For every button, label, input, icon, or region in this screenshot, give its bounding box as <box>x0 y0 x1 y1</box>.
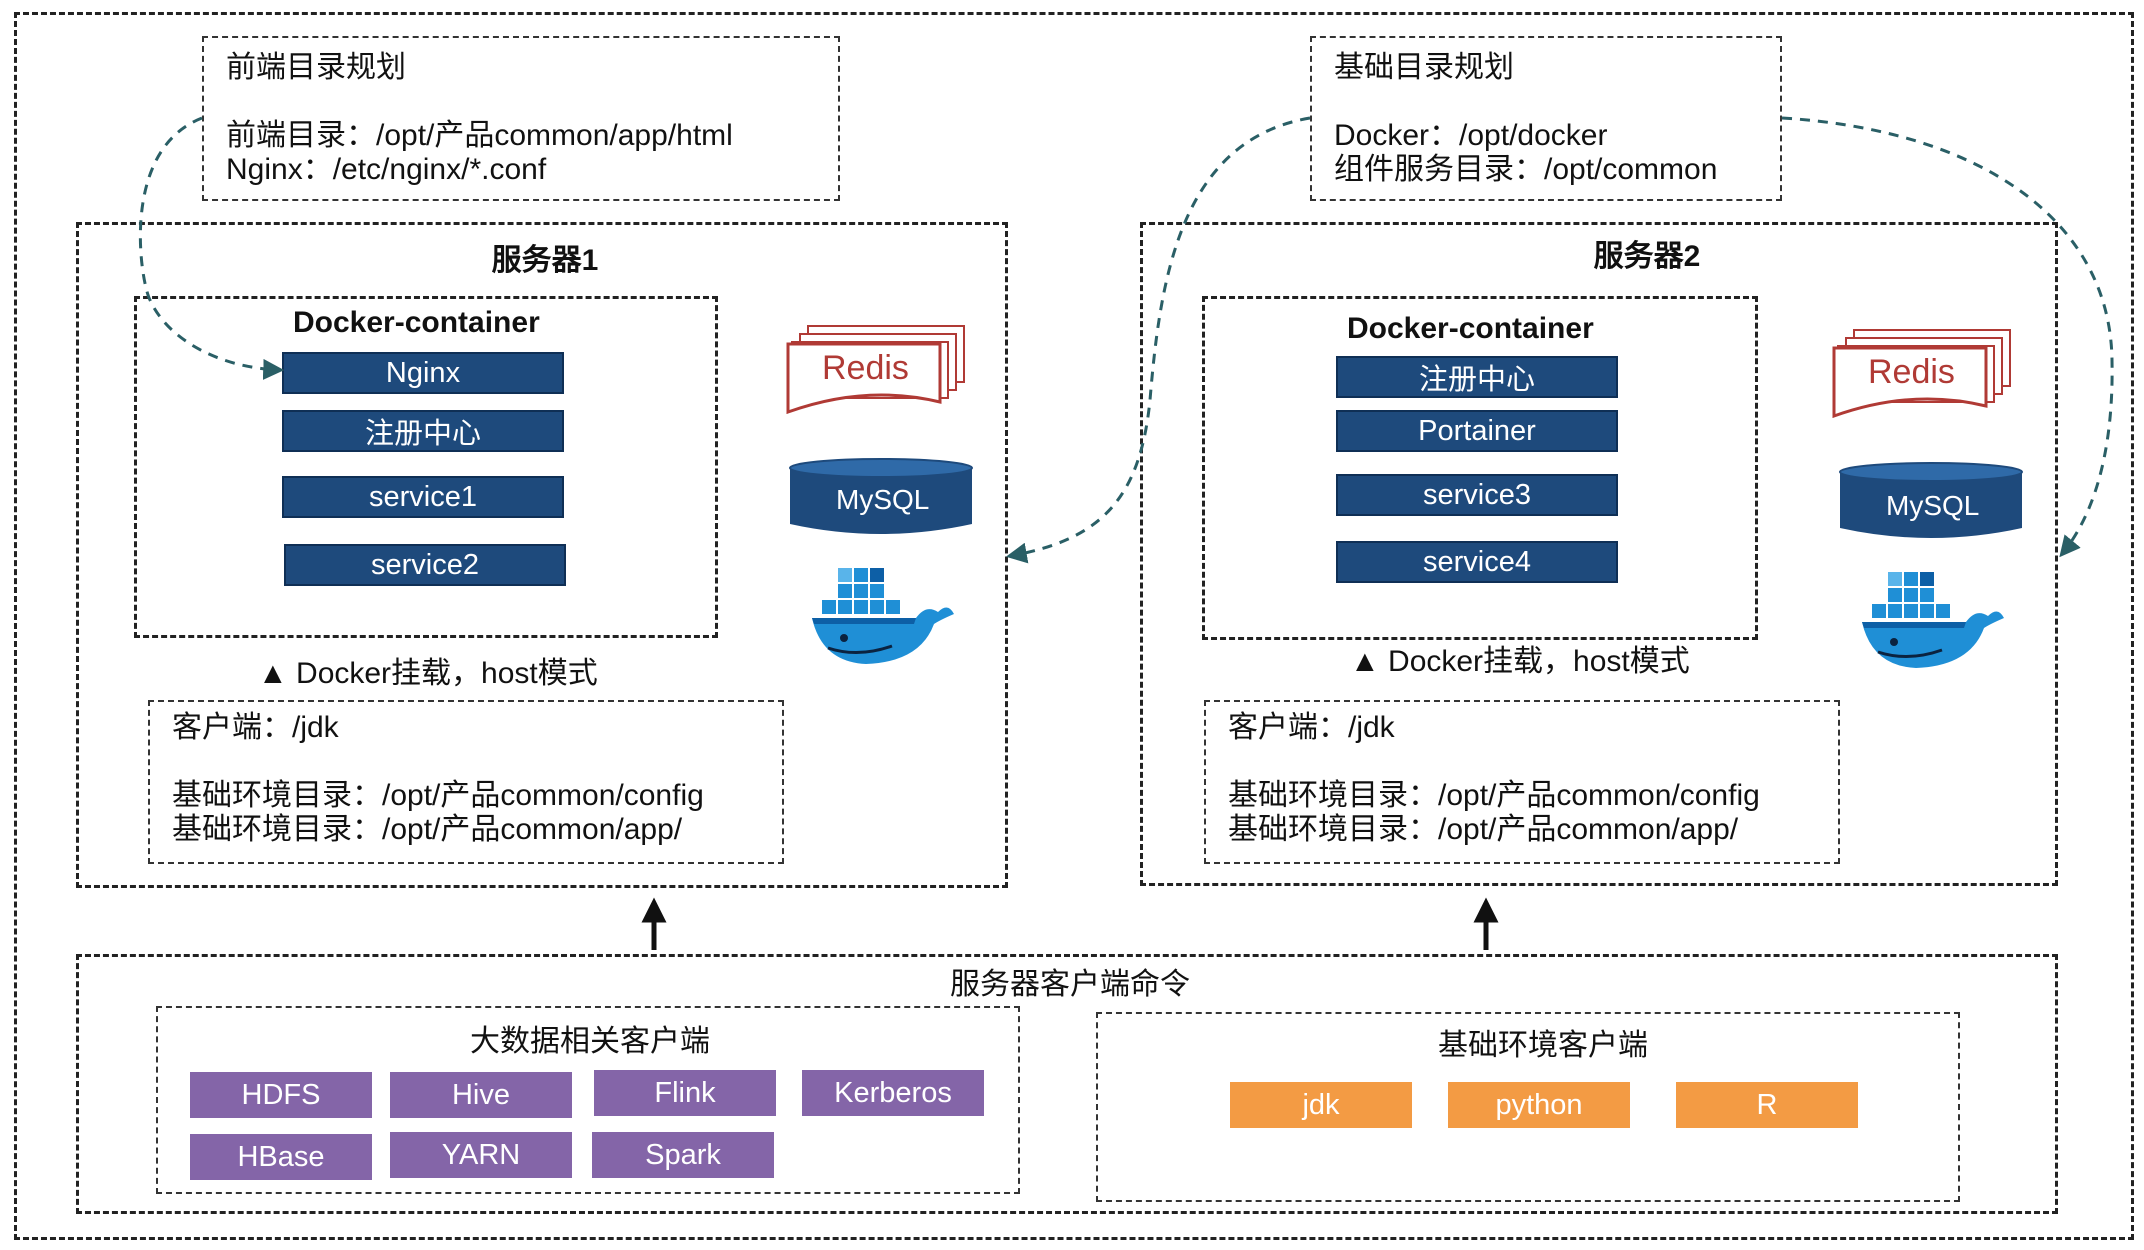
base-plan-title: 基础目录规划 <box>1334 51 1514 84</box>
server1-client-line2: 基础环境目录：/opt/产品common/config <box>172 779 704 812</box>
redis-icon: Redis <box>786 322 972 415</box>
server2-container-title: Docker-container <box>1347 312 1594 345</box>
base-env-item-python: python <box>1448 1082 1630 1128</box>
server2-client-line1: 客户端：/jdk <box>1228 711 1395 744</box>
bigdata-item-spark: Spark <box>592 1132 774 1178</box>
mysql-icon: MySQL <box>788 458 974 536</box>
frontend-plan-line2: Nginx：/etc/nginx/*.conf <box>226 153 547 186</box>
docker-whale-icon <box>1858 566 2008 672</box>
server2-mysql-label: MySQL <box>1886 490 1980 521</box>
arrow-frontend-to-nginx <box>138 116 285 380</box>
server2-container-box: Docker-container <box>1202 296 1758 640</box>
server2-client-box: 客户端：/jdk 基础环境目录：/opt/产品common/config 基础环… <box>1204 700 1840 864</box>
base-env-box: 基础环境客户端 <box>1096 1012 1960 1202</box>
arrow-baseplan-to-server1 <box>1005 116 1311 564</box>
server2-service-registry: 注册中心 <box>1336 356 1618 398</box>
bigdata-item-hbase: HBase <box>190 1134 372 1180</box>
arrow-baseplan-to-server2 <box>1781 116 2114 558</box>
server2-client-line3: 基础环境目录：/opt/产品common/app/ <box>1228 813 1739 846</box>
server1-container-title: Docker-container <box>293 306 540 339</box>
server2-mount-label: ▲ Docker挂载，host模式 <box>1350 645 1690 678</box>
server2-redis-label: Redis <box>1868 353 1955 391</box>
server2-service-3: service3 <box>1336 474 1618 516</box>
bigdata-item-yarn: YARN <box>390 1132 572 1178</box>
commands-title: 服务器客户端命令 <box>950 968 1190 1001</box>
server1-service-registry: 注册中心 <box>282 410 564 452</box>
base-plan-box: 基础目录规划 Docker：/opt/docker 组件服务目录：/opt/co… <box>1310 36 1782 201</box>
frontend-plan-box: 前端目录规划 前端目录：/opt/产品common/app/html Nginx… <box>202 36 840 201</box>
server1-client-line3: 基础环境目录：/opt/产品common/app/ <box>172 813 683 846</box>
outer-frame <box>14 12 2134 1240</box>
server2-box: 服务器2 <box>1140 222 2058 886</box>
server2-title: 服务器2 <box>1593 240 1701 273</box>
base-env-item-jdk: jdk <box>1230 1082 1412 1128</box>
server2-client-line2: 基础环境目录：/opt/产品common/config <box>1228 779 1760 812</box>
base-env-item-r: R <box>1676 1082 1858 1128</box>
bigdata-item-hive: Hive <box>390 1072 572 1118</box>
bigdata-title: 大数据相关客户端 <box>470 1025 710 1058</box>
server1-client-box: 客户端：/jdk 基础环境目录：/opt/产品common/config 基础环… <box>148 700 784 864</box>
server1-service-2: service2 <box>284 544 566 586</box>
bigdata-box: 大数据相关客户端 <box>156 1006 1020 1194</box>
bigdata-item-hdfs: HDFS <box>190 1072 372 1118</box>
server1-redis-label: Redis <box>822 349 909 387</box>
server2-service-portainer: Portainer <box>1336 410 1618 452</box>
commands-box: 服务器客户端命令 <box>76 954 2058 1214</box>
bigdata-item-kerberos: Kerberos <box>802 1070 984 1116</box>
server2-service-4: service4 <box>1336 541 1618 583</box>
frontend-plan-line1: 前端目录：/opt/产品common/app/html <box>226 119 733 152</box>
bigdata-item-flink: Flink <box>594 1070 776 1116</box>
docker-whale-icon <box>808 562 958 668</box>
server1-service-1: service1 <box>282 476 564 518</box>
mysql-icon: MySQL <box>1838 462 2024 540</box>
redis-icon: Redis <box>1832 326 2018 419</box>
base-plan-line1: Docker：/opt/docker <box>1334 119 1608 152</box>
server1-mount-label: ▲ Docker挂载，host模式 <box>258 657 598 690</box>
frontend-plan-title: 前端目录规划 <box>226 51 406 84</box>
base-plan-line2: 组件服务目录：/opt/common <box>1334 153 1718 186</box>
server1-container-box: Docker-container <box>134 296 718 638</box>
base-env-title: 基础环境客户端 <box>1438 1029 1648 1062</box>
server1-service-nginx: Nginx <box>282 352 564 394</box>
server1-client-line1: 客户端：/jdk <box>172 711 339 744</box>
server1-mysql-label: MySQL <box>836 484 930 515</box>
server1-title: 服务器1 <box>491 244 599 277</box>
